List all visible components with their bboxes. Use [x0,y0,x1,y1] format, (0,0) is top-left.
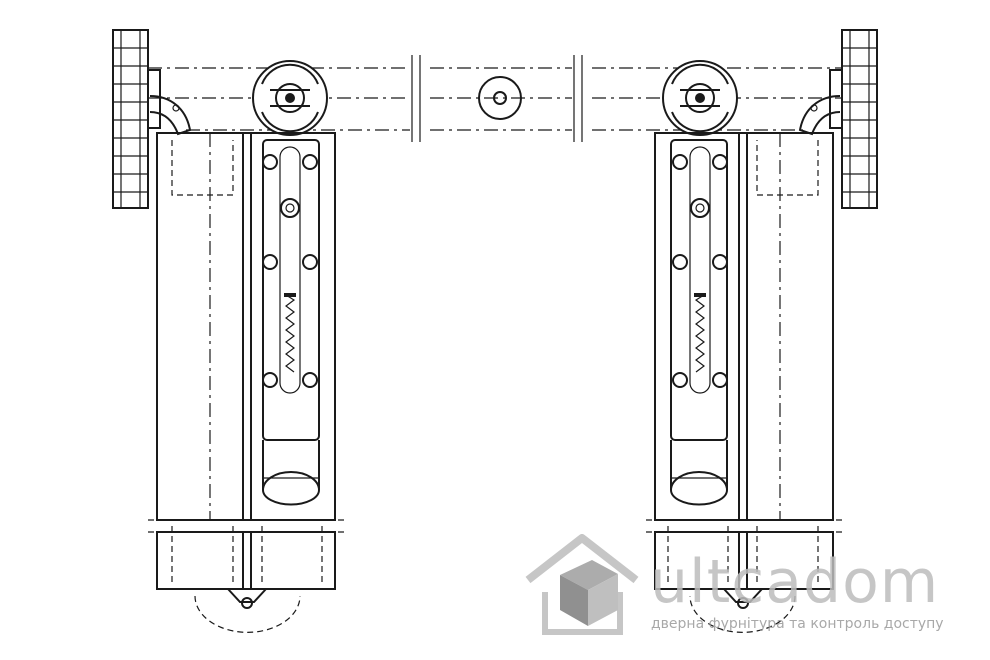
right-roller-wheel [662,60,738,136]
watermark-tagline: дверна фурнітура та контроль доступу [651,616,944,632]
left-roller-wheel [252,60,328,136]
watermark-brand: ultcadom [650,547,939,617]
right-adjust-slot [670,139,728,506]
left-roller-assembly [112,29,345,633]
watermark: ultcadom дверна фурнітура та контроль до… [525,534,944,635]
house-cube-logo-icon [525,534,639,635]
center-rail-ring [478,76,522,120]
left-adjust-slot [262,139,320,506]
right-end-stop [798,29,878,209]
left-end-stop [112,29,192,209]
right-roller-assembly [645,29,878,633]
